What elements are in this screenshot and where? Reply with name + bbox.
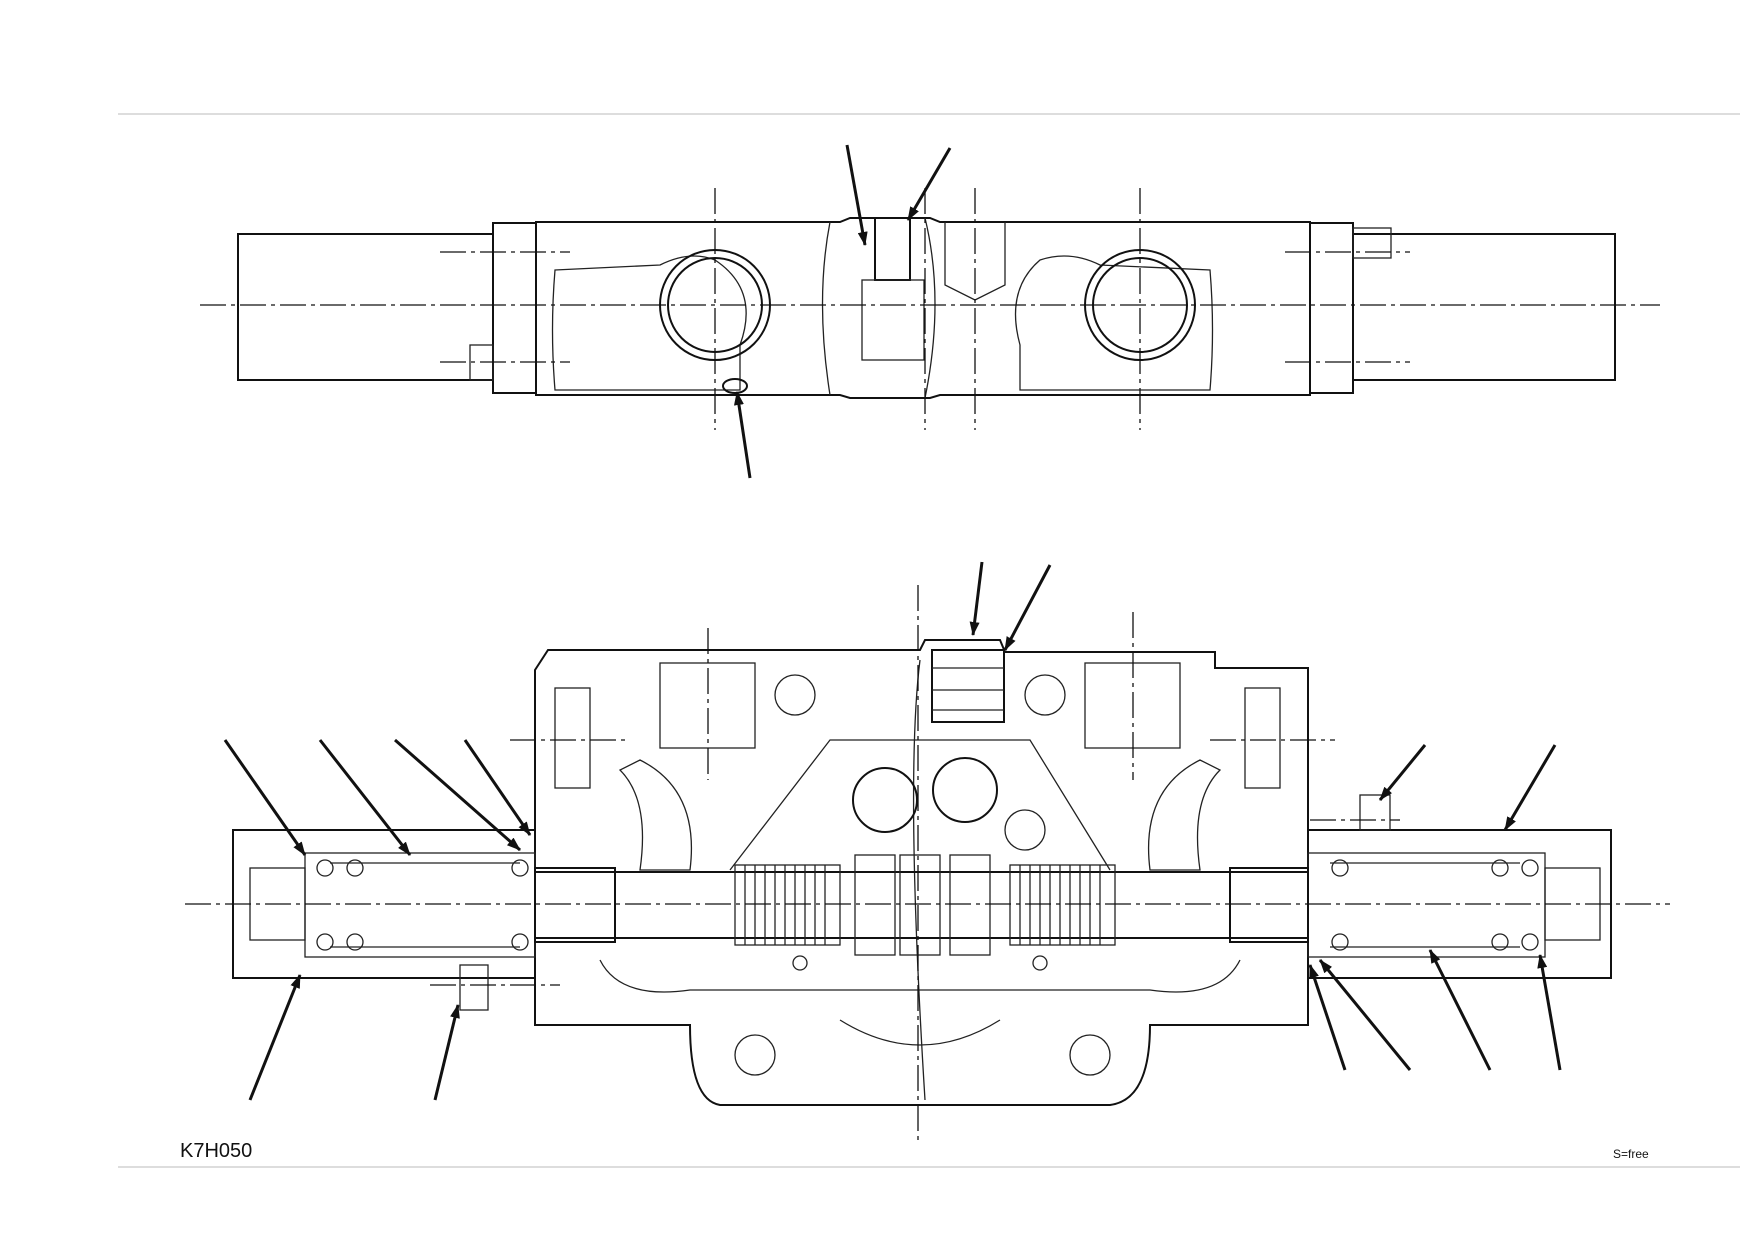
left-spring-chamber [304,852,536,958]
spool [534,871,1309,939]
right-flange [1309,222,1354,394]
leader-left-2 [318,739,412,856]
right-port-outline [1014,255,1214,391]
small-hole-1 [792,955,808,971]
right-spring-chamber [1307,852,1546,958]
leader-right-5 [1428,949,1492,1071]
left-coil-6 [511,933,529,951]
figure-code: K7H050 [180,1140,252,1162]
center-plug-threads [932,667,1004,711]
main-section-view [185,561,1670,1145]
leader-top-2 [1003,564,1052,651]
center-plug [931,649,1005,723]
leader-left-5 [248,974,302,1101]
left-flange [492,222,537,394]
left-coil-3 [511,859,529,877]
hole-3 [852,767,918,833]
top-break-left [821,221,831,396]
leader-right-1 [1378,744,1427,801]
top-plug-seat [861,279,925,361]
leader-left-3 [394,738,521,852]
right-upper-plug [1359,794,1391,831]
left-lower-plug [459,964,489,1011]
spool-notch-1 [854,854,896,956]
hole-6 [734,1034,776,1076]
left-coil-2 [346,859,364,877]
right-plug [1352,227,1392,259]
left-coil-5 [346,933,364,951]
left-passage [618,759,693,871]
right-coil-1 [1331,859,1349,877]
side-port-right [1244,687,1281,789]
top-section-view [200,144,1660,479]
right-coil-4 [1331,933,1349,951]
leader-right-2 [1503,744,1557,831]
leader-top-1 [969,561,984,636]
hole-7 [1069,1034,1111,1076]
top-leader-1 [845,144,868,246]
side-port-left [554,687,591,789]
right-spring-lines [1330,862,1520,948]
lower-passage [599,959,1241,993]
top-break-right [924,217,936,399]
left-cap [237,233,494,381]
right-cap [1352,233,1616,381]
top-oring [722,378,748,394]
leader-right-4 [1318,959,1412,1071]
left-coil-4 [316,933,334,951]
right-retainer [1229,867,1309,943]
left-port-outline [551,255,747,391]
small-hole-2 [1032,955,1048,971]
spool-notch-3 [949,854,991,956]
hole-1 [774,674,816,716]
lower-core [839,1019,1001,1046]
main-body [534,639,1309,1106]
spool-lands-right [1009,864,1116,946]
leader-right-6 [1537,954,1562,1071]
spool-notch-2 [899,854,941,956]
hole-4 [932,757,998,823]
hole-2 [1024,674,1066,716]
right-coil-6 [1521,933,1539,951]
right-coil-2 [1491,859,1509,877]
right-passage [1147,759,1222,871]
left-retainer [534,867,616,943]
leader-left-1 [223,739,307,856]
spool-lands-left [734,864,841,946]
left-coil-1 [316,859,334,877]
leader-right-3 [1308,964,1347,1071]
scale-note: S=free [1613,1147,1649,1161]
inner-bridge [729,739,1111,871]
center-break-line [912,659,926,1101]
top-plug [874,217,911,281]
top-leader-3 [733,391,752,479]
right-coil-3 [1521,859,1539,877]
top-body [535,217,1311,399]
leader-left-4 [463,739,532,836]
leader-left-6 [433,1004,460,1101]
right-coil-5 [1491,933,1509,951]
hole-5 [1004,809,1046,851]
top-leader-2 [906,147,952,221]
